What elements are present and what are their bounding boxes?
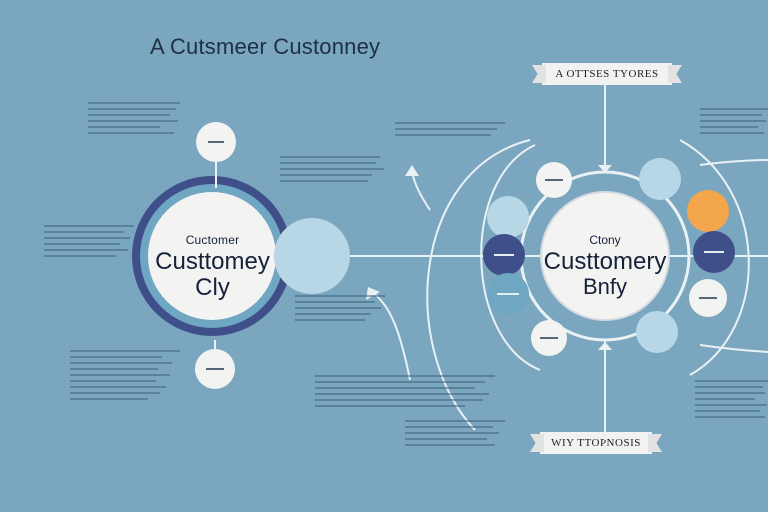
right-arc-tail-top — [699, 159, 768, 166]
left-hub-text: Cuctomer Custtomey Cly — [140, 234, 285, 300]
right-hub-line2: Custtomery — [543, 248, 667, 275]
right-hub-core — [540, 191, 670, 321]
axis-arrow-down — [598, 165, 612, 173]
text-block-left-top — [88, 102, 180, 134]
axis-arrow-up — [598, 342, 612, 350]
left-arc — [426, 139, 531, 431]
bottom-ribbon-label: WIY TTOPNOSIS — [540, 432, 652, 454]
text-block-center-top — [280, 156, 384, 182]
node-right-light-bottom — [636, 311, 678, 353]
right-hub-line1: Ctony — [589, 233, 621, 247]
text-block-center-mid — [295, 295, 385, 321]
node-left-light — [487, 196, 529, 238]
curved-arrow-top-head — [405, 165, 419, 176]
right-hub-line3: Bnfy — [582, 274, 628, 299]
text-block-center-bottom — [315, 375, 495, 407]
left-hub-line3: Cly — [195, 274, 230, 301]
right-hub-text: Ctony Custtomery Bnfy — [538, 234, 672, 298]
right-arc-tail-bottom — [699, 344, 768, 353]
page-title: A Cutsmeer Custonney — [150, 34, 381, 59]
inner-left-arc — [480, 144, 541, 371]
left-hub-line2: Custtomey — [155, 248, 270, 275]
left-hub-core — [148, 192, 276, 320]
curved-arrow-top — [411, 171, 431, 211]
text-block-left-mid — [44, 225, 134, 257]
text-block-right-bottom — [695, 380, 768, 418]
connector-circle — [274, 218, 350, 294]
top-ribbon-label: A OTTSES TYORES — [542, 63, 672, 85]
node-right-light — [639, 158, 681, 200]
node-right-orange — [687, 190, 729, 232]
text-block-right-top — [700, 108, 768, 134]
text-block-bottom-center — [405, 420, 505, 446]
text-block-left-bottom — [70, 350, 180, 400]
left-hub-line1: Cuctomer — [185, 233, 240, 247]
text-block-center-right — [395, 122, 505, 136]
